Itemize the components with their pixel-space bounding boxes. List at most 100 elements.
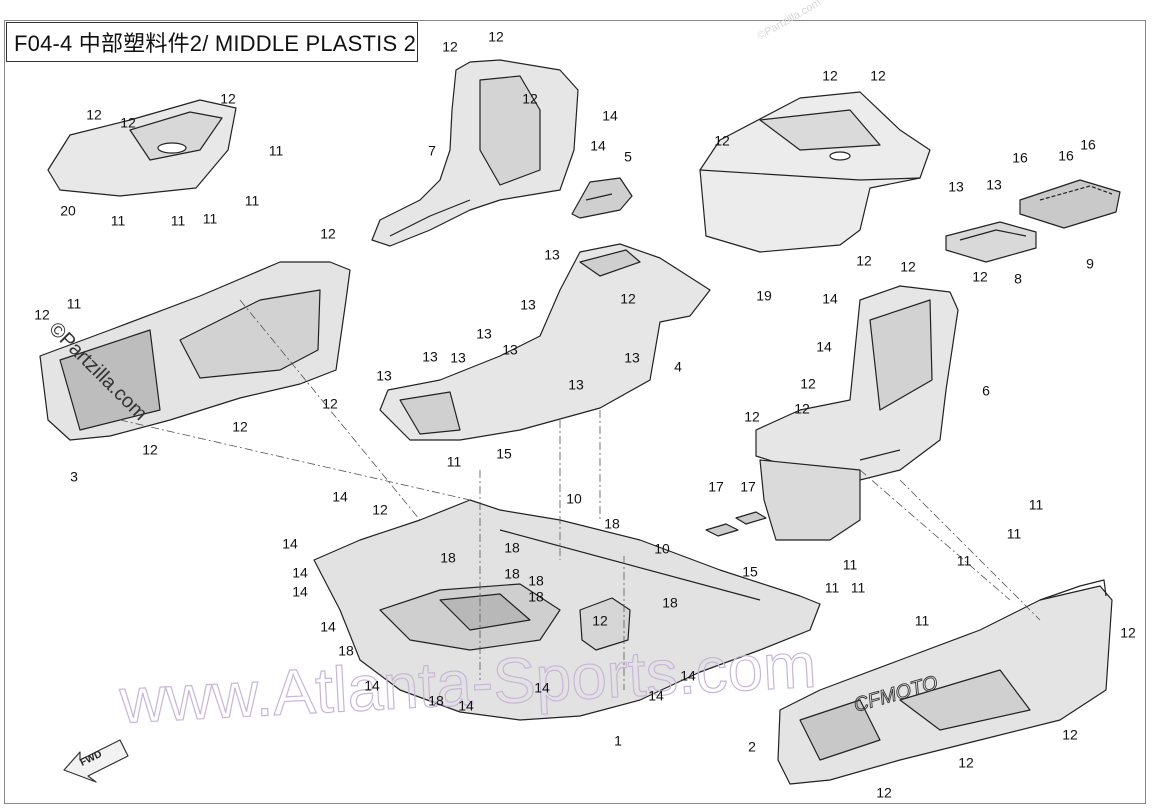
part-callout-12: 12 <box>900 259 916 275</box>
part-6-right-inner-panel <box>755 285 959 541</box>
part-9-mat <box>1019 179 1121 229</box>
part-callout-12: 12 <box>972 269 988 285</box>
part-callout-14: 14 <box>648 688 664 704</box>
part-callout-18: 18 <box>504 566 520 582</box>
part-callout-10: 10 <box>566 491 582 507</box>
part-callout-18: 18 <box>504 540 520 556</box>
part-callout-12: 12 <box>822 68 838 84</box>
part-callout-17: 17 <box>740 479 756 495</box>
part-callout-1: 1 <box>614 733 622 749</box>
diagram-title: F04-4 中部塑料件2/ MIDDLE PLASTIS 2 <box>14 31 417 56</box>
part-callout-11: 11 <box>111 213 126 229</box>
part-7-column-cover <box>371 59 579 247</box>
part-19-storage-bin <box>699 91 931 253</box>
part-callout-18: 18 <box>528 589 544 605</box>
part-callout-12: 12 <box>1062 727 1078 743</box>
part-callout-13: 13 <box>520 297 536 313</box>
part-callout-12: 12 <box>372 502 388 518</box>
part-callout-12: 12 <box>856 253 872 269</box>
part-callout-11: 11 <box>67 296 82 312</box>
part-callout-14: 14 <box>534 680 550 696</box>
part-callout-15: 15 <box>496 446 512 462</box>
part-callout-14: 14 <box>590 138 606 154</box>
part-callout-18: 18 <box>528 573 544 589</box>
part-5-bracket <box>571 177 633 219</box>
part-callout-11: 11 <box>1007 526 1022 542</box>
part-callout-12: 12 <box>34 307 50 323</box>
part-callout-11: 11 <box>851 580 866 596</box>
part-callout-10: 10 <box>654 541 670 557</box>
part-callout-16: 16 <box>1058 148 1074 164</box>
part-callout-11: 11 <box>203 211 218 227</box>
part-callout-12: 12 <box>876 785 892 801</box>
part-callout-14: 14 <box>602 108 618 124</box>
part-callout-13: 13 <box>476 326 492 342</box>
part-callout-13: 13 <box>502 342 518 358</box>
part-callout-12: 12 <box>320 226 336 242</box>
part-callout-12: 12 <box>142 442 158 458</box>
part-callout-16: 16 <box>1080 137 1096 153</box>
part-callout-14: 14 <box>680 668 696 684</box>
part-callout-13: 13 <box>376 368 392 384</box>
part-callout-18: 18 <box>428 693 444 709</box>
part-callout-14: 14 <box>822 291 838 307</box>
part-callout-11: 11 <box>825 580 840 596</box>
part-callout-12: 12 <box>220 91 236 107</box>
part-2-right-side-panel <box>777 579 1113 785</box>
part-callout-14: 14 <box>292 584 308 600</box>
part-callout-11: 11 <box>245 193 260 209</box>
part-callout-18: 18 <box>604 516 620 532</box>
part-callout-12: 12 <box>322 396 338 412</box>
part-callout-19: 19 <box>756 288 772 304</box>
part-callout-9: 9 <box>1086 256 1094 272</box>
part-callout-12: 12 <box>592 613 608 629</box>
part-callout-14: 14 <box>320 619 336 635</box>
part-callout-12: 12 <box>522 91 538 107</box>
part-callout-11: 11 <box>843 557 858 573</box>
part-callout-14: 14 <box>332 489 348 505</box>
part-callout-4: 4 <box>674 359 682 375</box>
title-box <box>6 22 418 62</box>
part-callout-17: 17 <box>708 479 724 495</box>
part-callout-15: 15 <box>742 564 758 580</box>
assembly-lines <box>119 299 1041 690</box>
part-callout-13: 13 <box>986 177 1002 193</box>
part-callout-11: 11 <box>915 613 930 629</box>
part-callout-8: 8 <box>1014 271 1022 287</box>
part-callout-12: 12 <box>958 755 974 771</box>
part-callout-6: 6 <box>982 383 990 399</box>
part-callout-12: 12 <box>86 107 102 123</box>
part-callout-11: 11 <box>171 213 186 229</box>
part-callout-13: 13 <box>948 179 964 195</box>
part-callout-7: 7 <box>428 143 436 159</box>
part-callout-12: 12 <box>488 29 504 45</box>
diagram-frame <box>4 20 1146 804</box>
part-callout-12: 12 <box>120 115 136 131</box>
part-callout-13: 13 <box>422 349 438 365</box>
part-callout-16: 16 <box>1012 150 1028 166</box>
part-callout-13: 13 <box>568 377 584 393</box>
part-callout-13: 13 <box>544 247 560 263</box>
part-callout-5: 5 <box>624 149 632 165</box>
part-callout-18: 18 <box>662 595 678 611</box>
part-callout-11: 11 <box>957 553 972 569</box>
part-callout-14: 14 <box>292 565 308 581</box>
part-callout-12: 12 <box>744 409 760 425</box>
part-callout-12: 12 <box>794 401 810 417</box>
part-callout-2: 2 <box>748 739 756 755</box>
part-callout-12: 12 <box>1120 625 1136 641</box>
part-callout-12: 12 <box>620 291 636 307</box>
part-callout-3: 3 <box>70 469 78 485</box>
part-callout-11: 11 <box>269 143 284 159</box>
part-callout-12: 12 <box>442 39 458 55</box>
part-callout-14: 14 <box>458 698 474 714</box>
part-callout-12: 12 <box>800 376 816 392</box>
part-callout-12: 12 <box>870 68 886 84</box>
part-callout-20: 20 <box>60 203 76 219</box>
fwd-arrow <box>63 739 129 783</box>
part-callout-11: 11 <box>447 454 462 470</box>
part-callout-14: 14 <box>816 339 832 355</box>
part-3-left-side-panel <box>39 261 351 441</box>
